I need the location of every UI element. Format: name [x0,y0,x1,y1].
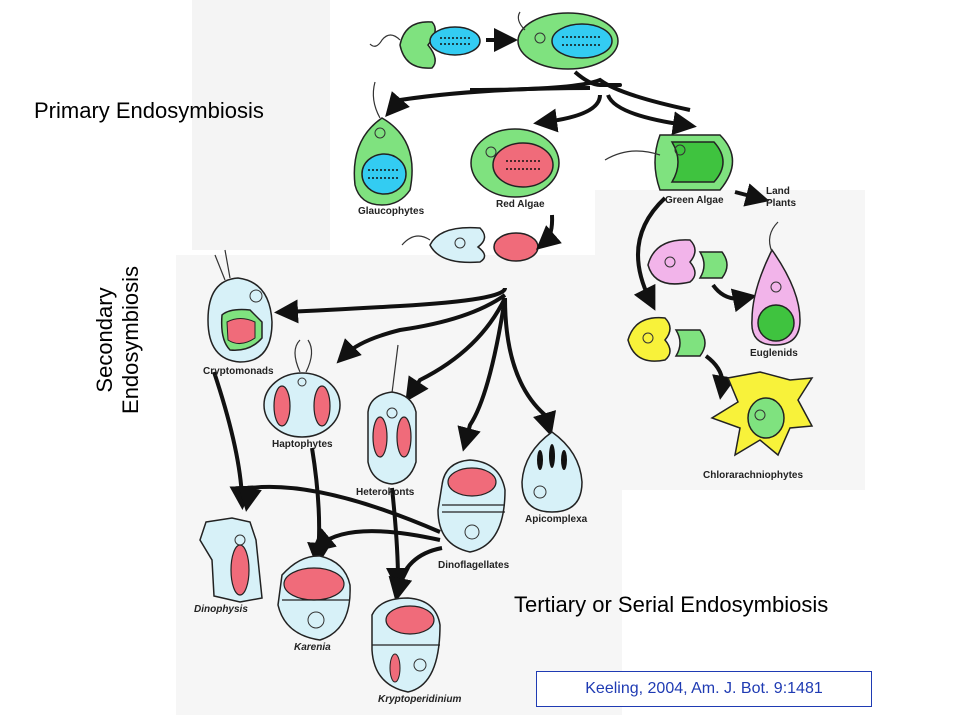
label-land-plants-line2: Plants [766,198,797,209]
arrow [405,297,507,402]
label-cryptomonads: Cryptomonads [203,366,274,377]
arrow [385,487,410,592]
host-engulfing-green-alga-yellow [627,316,706,362]
citation-box: Keeling, 2004, Am. J. Bot. 9:1481 [536,671,872,707]
title-tertiary-endosymbiosis: Tertiary or Serial Endosymbiosis [514,592,829,617]
host-with-endosymbiont [517,11,619,70]
euglenid-cell [751,221,801,346]
heterokont-cell [367,344,417,485]
title-secondary-line2: Endosymbiosis [118,266,143,414]
chlorarachniophyte-cell [710,371,814,457]
arrow [388,546,443,602]
red-alga-cell [470,128,560,198]
label-glaucophytes: Glaucophytes [358,206,425,217]
apicomplexan-cell [521,431,583,513]
kryptoperidinium-cell [371,597,441,693]
label-karenia: Karenia [294,642,331,653]
background-panel [192,0,330,250]
title-secondary-endosymbiosis: Secondary Endosymbiosis [84,256,144,440]
host-engulfing-green-alga-pink [647,239,728,285]
label-kryptoperidinium: Kryptoperidinium [378,694,462,705]
karenia-cell [277,555,351,641]
arrow [704,354,736,400]
arrow [336,293,507,364]
cryptomonad-cell [207,249,273,363]
host-engulfing-red-alga [401,226,539,264]
arrow [385,86,591,118]
arrow [633,196,667,311]
title-secondary-line1: Secondary [92,287,117,393]
arrow [606,94,697,136]
arrow [711,283,757,313]
glaucophyte-cell [353,81,413,206]
label-green-algae: Green Algae [665,195,724,206]
label-chlorarachniophytes: Chlorarachniophytes [703,470,804,481]
arrow [535,214,562,250]
arrow [310,528,441,553]
label-apicomplexa: Apicomplexa [525,514,588,525]
arrow [457,297,507,452]
arrow [503,297,557,437]
dinoflagellate-cell [437,459,506,553]
arrow [238,484,441,534]
label-euglenids: Euglenids [750,348,798,359]
arrow [533,94,602,133]
arrow [274,287,507,324]
label-dinoflagellates: Dinoflagellates [438,560,510,571]
label-haptophytes: Haptophytes [272,439,333,450]
dinophysis-cell [199,517,263,603]
green-alga-cell [604,134,734,191]
haptophyte-cell [263,339,341,438]
title-primary-endosymbiosis: Primary Endosymbiosis [34,98,264,123]
label-dinophysis: Dinophysis [194,604,248,615]
arrow [734,183,770,207]
host-engulfing-cyanobacterium [369,21,481,69]
label-red-algae: Red Algae [496,199,545,210]
label-land-plants-line1: Land [766,186,790,197]
label-heterokonts: Heterokonts [356,487,415,498]
